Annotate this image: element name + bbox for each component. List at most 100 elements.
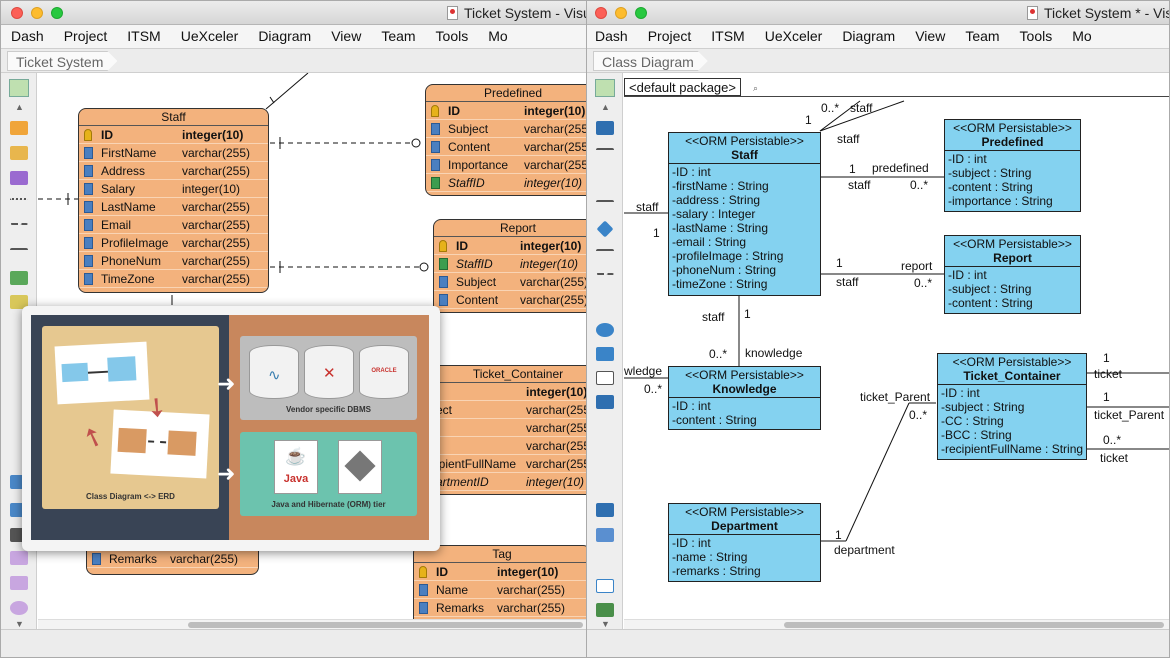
package-tool-icon[interactable] [596, 347, 614, 361]
table-row[interactable]: Contentvarchar(255 [426, 138, 589, 156]
table-row[interactable]: ectvarchar(255 [434, 401, 589, 419]
class-ticket-container[interactable]: <<ORM Persistable>>Ticket_Container -ID … [937, 353, 1087, 460]
menu-dash[interactable]: Dash [1, 25, 54, 47]
table-row[interactable]: Emailvarchar(255) [79, 216, 268, 234]
title-bar[interactable]: Ticket System * - Vis [587, 1, 1169, 25]
select-tool-icon[interactable] [595, 79, 615, 97]
menu-tools[interactable]: Tools [426, 25, 479, 47]
table-row[interactable]: Remarksvarchar(255) [414, 599, 589, 617]
image-tool-icon[interactable] [596, 603, 614, 617]
menu-more[interactable]: Mo [478, 25, 517, 47]
table-row[interactable]: Subjectvarchar(255) [434, 273, 589, 291]
table-row[interactable]: Addressvarchar(255) [79, 162, 268, 180]
menu-diagram[interactable]: Diagram [248, 25, 321, 47]
ellipse-tool-icon[interactable] [10, 601, 28, 615]
table-row[interactable]: TimeZonevarchar(255) [79, 270, 268, 288]
class-staff[interactable]: <<ORM Persistable>>Staff -ID : int -firs… [668, 132, 821, 296]
table-record-icon[interactable] [10, 271, 28, 285]
shape-tool-icon[interactable] [10, 576, 28, 590]
table-row[interactable]: varchar(255 [434, 437, 589, 455]
class-knowledge[interactable]: <<ORM Persistable>>Knowledge -ID : int -… [668, 366, 821, 430]
close-window-button[interactable] [11, 7, 23, 19]
menu-itsm[interactable]: ITSM [117, 25, 170, 47]
table-row[interactable]: varchar(255 [434, 419, 589, 437]
minimize-window-button[interactable] [615, 7, 627, 19]
table-row[interactable]: PhoneNumvarchar(255) [79, 252, 268, 270]
model-tool-icon[interactable] [596, 371, 614, 385]
table-row[interactable]: StaffIDinteger(10) [426, 174, 589, 192]
menu-itsm[interactable]: ITSM [701, 25, 754, 47]
menu-uexceler[interactable]: UeXceler [171, 25, 249, 47]
menu-team[interactable]: Team [955, 25, 1009, 47]
breadcrumb[interactable]: Ticket System [7, 51, 117, 71]
view-tool-icon[interactable] [10, 146, 28, 160]
menu-uexceler[interactable]: UeXceler [755, 25, 833, 47]
dependency-tool-icon[interactable] [596, 273, 614, 277]
erd-entity-staff[interactable]: Staff IDinteger(10) FirstNamevarchar(255… [78, 108, 269, 293]
generalization-tool-icon[interactable] [596, 148, 614, 152]
table-row[interactable]: IDinteger(10) [426, 102, 589, 120]
scroll-up-icon[interactable]: ▲ [601, 102, 610, 112]
table-row[interactable]: LastNamevarchar(255) [79, 198, 268, 216]
table-row[interactable]: IDinteger(10) [434, 237, 589, 255]
aggregation-tool-icon[interactable] [597, 221, 614, 238]
note-tool-icon[interactable] [596, 395, 614, 409]
association-tool-icon[interactable] [596, 200, 614, 204]
nonidentifying-relationship-icon[interactable] [10, 223, 28, 227]
menu-dash[interactable]: Dash [587, 25, 638, 47]
menu-view[interactable]: View [321, 25, 371, 47]
erd-entity-tag[interactable]: Tag IDinteger(10) Namevarchar(255) Remar… [413, 545, 589, 625]
table-row[interactable]: Contentvarchar(255) [434, 291, 589, 309]
erd-entity-report[interactable]: Report IDinteger(10) StaffIDinteger(10) … [433, 219, 589, 313]
table-row[interactable]: FirstNamevarchar(255) [79, 144, 268, 162]
menu-project[interactable]: Project [54, 25, 118, 47]
menu-project[interactable]: Project [638, 25, 702, 47]
class-canvas[interactable]: <default package> ⌕ 0..* staff [624, 73, 1169, 629]
table-row[interactable]: integer(10) [434, 383, 589, 401]
table-row[interactable]: IDinteger(10) [79, 126, 268, 144]
collaboration-tool-icon[interactable] [596, 323, 614, 337]
minimize-window-button[interactable] [31, 7, 43, 19]
table-row[interactable]: Importancevarchar(255 [426, 156, 589, 174]
table-row[interactable]: ipientFullNamevarchar(255 [434, 455, 589, 473]
menu-diagram[interactable]: Diagram [832, 25, 905, 47]
callout-tool-icon[interactable] [10, 551, 28, 565]
entity-tool-icon[interactable] [10, 121, 28, 135]
horizontal-scrollbar[interactable] [38, 619, 589, 629]
table-row[interactable]: StaffIDinteger(10) [434, 255, 589, 273]
many-to-many-icon[interactable] [10, 248, 28, 252]
menu-more[interactable]: Mo [1062, 25, 1101, 47]
title-bar[interactable]: Ticket System - Visu [1, 1, 589, 25]
class-report[interactable]: <<ORM Persistable>>Report -ID : int -sub… [944, 235, 1081, 314]
scroll-up-icon[interactable]: ▲ [15, 102, 24, 112]
table-row[interactable]: ProfileImagevarchar(255) [79, 234, 268, 252]
class-predefined[interactable]: <<ORM Persistable>>Predefined -ID : int … [944, 119, 1081, 212]
horizontal-scrollbar[interactable] [624, 619, 1169, 629]
table-row[interactable]: artmentIDinteger(10) [434, 473, 589, 491]
shape-tool-icon[interactable] [596, 579, 614, 593]
relationship-tool-icon[interactable] [10, 198, 28, 202]
scroll-down-icon[interactable]: ▼ [15, 619, 24, 629]
table-row[interactable]: Namevarchar(255) [414, 581, 589, 599]
scrollbar-thumb[interactable] [784, 622, 1164, 628]
table-row[interactable]: Salaryinteger(10) [79, 180, 268, 198]
usage-tool-icon[interactable] [596, 171, 614, 179]
procedure-tool-icon[interactable] [10, 171, 28, 185]
erd-entity-predefined[interactable]: Predefined IDinteger(10) Subjectvarchar(… [425, 84, 589, 196]
callout-tool-icon[interactable] [596, 528, 614, 542]
breadcrumb[interactable]: Class Diagram [593, 51, 708, 71]
menu-view[interactable]: View [905, 25, 955, 47]
close-window-button[interactable] [595, 7, 607, 19]
erd-entity-ticket-container[interactable]: Ticket_Container integer(10) ectvarchar(… [433, 365, 589, 495]
zoom-window-button[interactable] [635, 7, 647, 19]
scroll-down-icon[interactable]: ▼ [601, 619, 610, 629]
table-row[interactable]: IDinteger(10) [414, 563, 589, 581]
class-tool-icon[interactable] [596, 121, 614, 135]
class-department[interactable]: <<ORM Persistable>>Department -ID : int … [668, 503, 821, 582]
container-tool-icon[interactable] [596, 503, 614, 517]
menu-tools[interactable]: Tools [1010, 25, 1063, 47]
composition-tool-icon[interactable] [596, 249, 614, 253]
scrollbar-thumb[interactable] [188, 622, 583, 628]
select-tool-icon[interactable] [9, 79, 29, 97]
table-row[interactable]: Subjectvarchar(255 [426, 120, 589, 138]
